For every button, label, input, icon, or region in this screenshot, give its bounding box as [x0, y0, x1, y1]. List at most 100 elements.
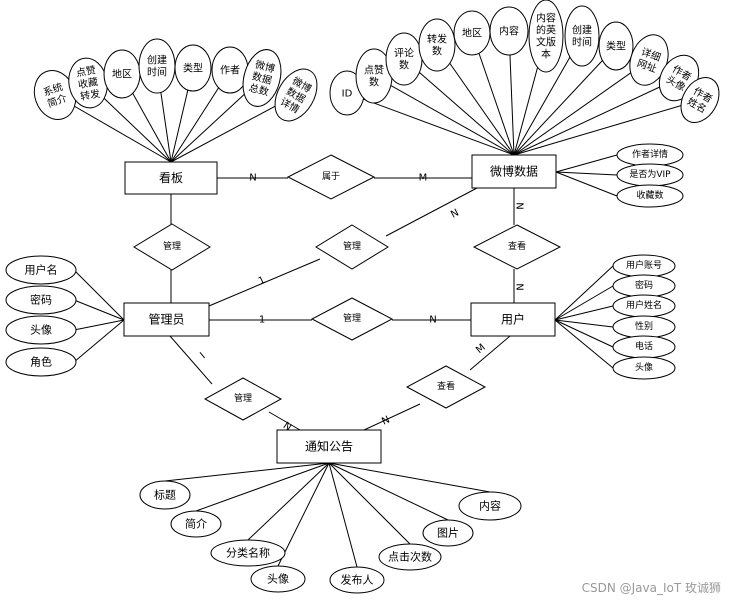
notice-attr-line — [328, 462, 411, 545]
cardinality-weibo_n: N — [449, 207, 461, 220]
relation-admin_user_manage-diamond — [310, 297, 394, 341]
notice-attribute-5 — [378, 543, 442, 571]
relation-user_view_weibo-diamond — [472, 224, 562, 270]
notice-attribute-7 — [458, 491, 522, 521]
notice-attribute-6-label: 图片 — [437, 527, 459, 540]
kanban-attribute-5-label-line: 作者 — [220, 65, 240, 77]
cardinality-manage_n: N — [514, 202, 525, 209]
kanban-attribute-3-label-line: 时间 — [147, 66, 167, 79]
relation-admin_notice_manage-diamond — [203, 377, 283, 421]
entity-kanban: 看板 — [159, 171, 183, 185]
relation-kanban_manage: 管理 — [163, 240, 181, 252]
kanban-attribute-6 — [242, 49, 282, 107]
notice-attribute-5-label: 点击次数 — [388, 550, 432, 564]
weibo-attribute-8-label: 类型 — [606, 40, 626, 53]
weibo-attribute-6-label-line: 文版 — [536, 36, 556, 49]
kanban-attribute-1-label-line: 点赞 — [75, 63, 97, 79]
weibo-right-attr-line — [555, 171, 618, 197]
cardinality-admin_i: I — [198, 351, 207, 361]
notice-attribute-1-label: 简介 — [185, 517, 207, 531]
kanban-attribute-1-label-line: 收藏 — [77, 75, 99, 91]
relation-belongs-diamond — [286, 154, 376, 200]
entity-user-box — [470, 302, 556, 337]
kanban-attribute-2-label-line: 地区 — [112, 68, 132, 81]
weibo-attribute-3-label-line: 数 — [432, 45, 442, 58]
kanban-attribute-4-label-line: 类型 — [183, 62, 203, 75]
relation-kanban_manage-diamond — [133, 223, 211, 271]
line-admin-manage-notice — [169, 335, 213, 385]
notice-attr-line — [195, 462, 330, 512]
user-attr-line — [554, 319, 614, 348]
relation-admin_notice_manage: 管理 — [234, 392, 252, 404]
weibo-attribute-7-label-line: 创建 — [572, 24, 592, 37]
watermark: CSDN @Java_IoT 玫诚狮 — [581, 581, 721, 595]
relation-user_view_weibo: 查看 — [508, 240, 526, 252]
entity-user: 用户 — [501, 312, 525, 327]
user-attribute-1-label: 密码 — [635, 279, 653, 291]
weibo-attribute-11 — [680, 77, 720, 123]
weibo-attr-line — [513, 45, 617, 156]
kanban-attribute-1-label: 点赞收藏转发 — [75, 63, 101, 103]
weibo-attribute-5-label: 内容 — [499, 25, 519, 38]
weibo-right-attr-line — [555, 171, 618, 176]
weibo-attribute-3-label: 转发数 — [427, 33, 447, 58]
notice-attr-line — [164, 462, 330, 482]
user-attr-line — [554, 319, 614, 328]
line-manage-notice — [268, 411, 301, 431]
weibo-attribute-0-label-line: ID — [342, 89, 353, 100]
notice-attribute-2 — [210, 539, 286, 567]
weibo-attribute-6-label-line: 本 — [541, 48, 551, 61]
weibo-attribute-4-label: 地区 — [462, 27, 482, 40]
weibo-attr-line — [373, 75, 515, 156]
diagram-shapes — [5, 0, 720, 594]
admin-attribute-0 — [5, 255, 77, 285]
weibo-attribute-6-label: 内容的英文版本 — [536, 12, 556, 61]
notice-attribute-3-label: 头像 — [267, 573, 289, 586]
cardinality-notice_n_b: N — [380, 414, 391, 427]
notice-attribute-2-label: 分类名称 — [226, 546, 270, 560]
entity-kanban-box — [124, 161, 218, 195]
admin-attr-line — [73, 269, 125, 321]
entity-weibo: 微博数据 — [490, 164, 538, 179]
kanban-attribute-2-label: 地区 — [112, 68, 132, 81]
user-attribute-5 — [612, 356, 676, 380]
diagram-labels: 系统简介点赞收藏转发地区创建时间类型作者微博数据总数微博数据详情ID点赞数评论数… — [25, 12, 715, 587]
user-attr-line — [554, 285, 614, 321]
weibo-attr-line — [513, 59, 650, 156]
relation-admin_weibo_manage-diamond — [315, 224, 389, 270]
notice-attribute-6 — [422, 519, 474, 547]
weibo-attribute-1-label: 点赞数 — [364, 64, 384, 89]
user-attr-line — [554, 319, 614, 369]
line-admin-manage-weibo — [208, 258, 321, 307]
admin-attribute-0-label: 用户名 — [25, 263, 58, 277]
weibo-right-attribute-0-label: 作者详情 — [632, 148, 668, 160]
user-attr-line — [554, 305, 614, 321]
cardinality-admin_one_a: 1 — [257, 275, 267, 288]
weibo-attribute-2-label: 评论数 — [394, 47, 414, 72]
notice-attribute-1 — [170, 510, 222, 538]
notice-attr-line — [328, 462, 449, 521]
kanban-attribute-7 — [274, 68, 318, 122]
weibo-attribute-2-label-line: 评论 — [394, 47, 414, 60]
weibo-attribute-7-label-line: 时间 — [572, 36, 592, 49]
weibo-attribute-7-label: 创建时间 — [572, 24, 592, 49]
kanban-attribute-1-label-line: 转发 — [79, 87, 101, 103]
notice-attr-line — [328, 462, 358, 568]
weibo-attribute-1-label-line: 点赞 — [364, 64, 384, 77]
user-attribute-2-label: 用户姓名 — [626, 299, 662, 311]
cardinality-user_n: N — [514, 283, 525, 290]
notice-attribute-4-label: 发布人 — [341, 573, 374, 587]
user-attribute-3-label: 性别 — [635, 320, 653, 332]
cardinality-weibo_m: M — [419, 173, 428, 184]
relation-belongs: 属于 — [322, 171, 340, 182]
notice-attribute-4 — [329, 566, 385, 594]
weibo-attribute-7 — [564, 5, 600, 67]
notice-attr-line — [247, 462, 330, 541]
notice-attr-line — [328, 462, 491, 493]
relation-user_view_notice: 查看 — [437, 380, 455, 392]
admin-attr-line — [73, 299, 125, 321]
weibo-attribute-8-label-line: 类型 — [606, 40, 626, 53]
entity-notice: 通知公告 — [305, 440, 353, 454]
kanban-attribute-3-label-line: 创建 — [147, 54, 167, 67]
